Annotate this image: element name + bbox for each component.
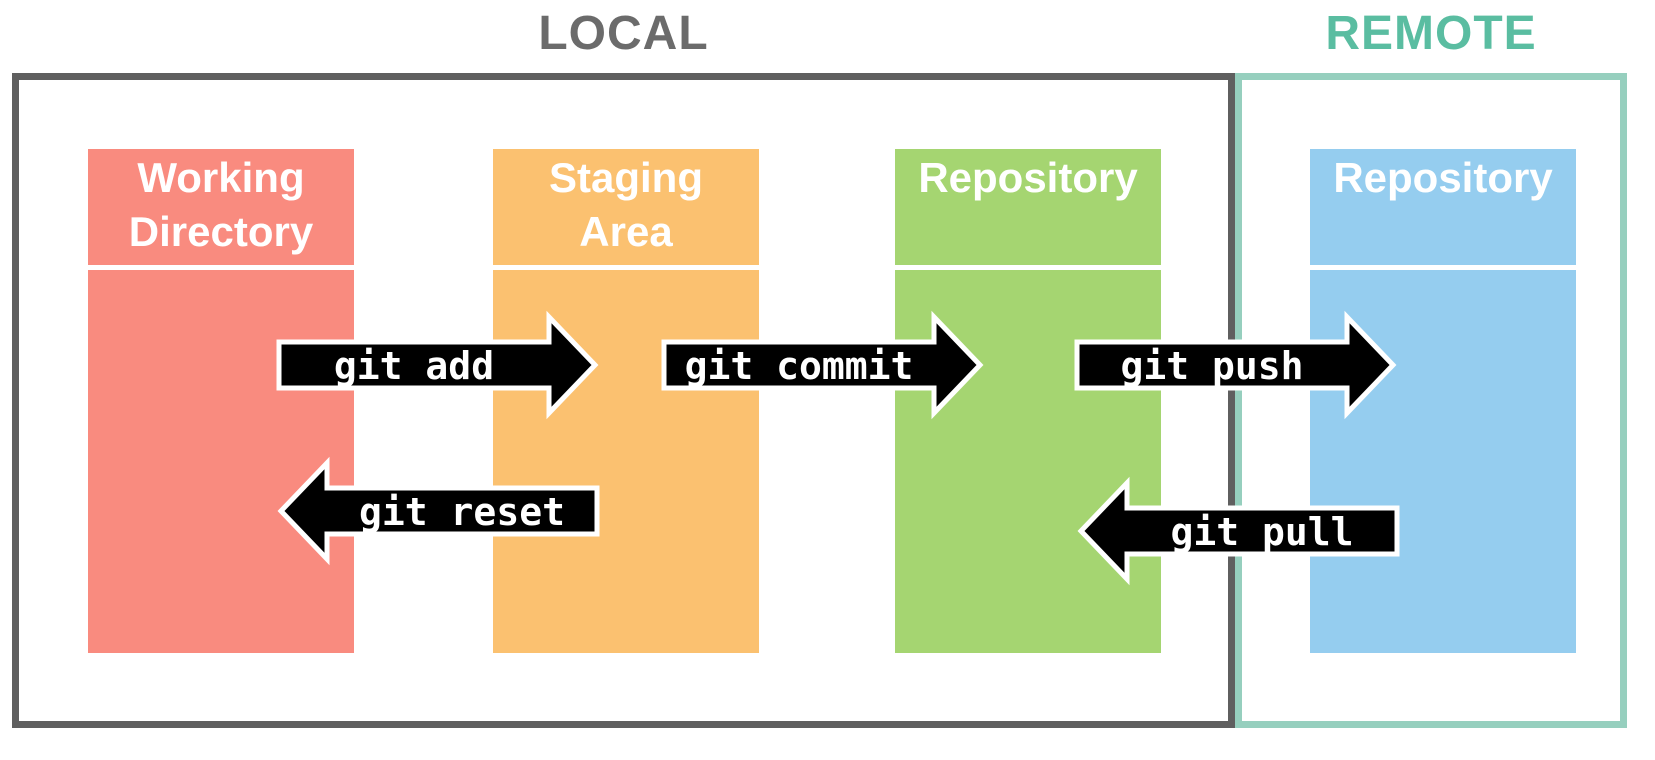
git-commit-arrow-label: git commit xyxy=(685,344,914,388)
git-reset-arrow: git reset xyxy=(277,456,600,566)
staging-area-separator xyxy=(493,265,759,270)
git-push-arrow-shape xyxy=(1074,310,1397,420)
git-push-arrow-label: git push xyxy=(1120,344,1303,388)
git-pull-arrow: git pull xyxy=(1077,476,1400,586)
git-reset-arrow-shape xyxy=(277,456,600,566)
git-reset-arrow-label: git reset xyxy=(359,490,565,534)
staging-area-label-line1: Staging xyxy=(549,154,703,201)
git-commit-arrow-shape xyxy=(661,310,984,420)
local-region-box xyxy=(12,73,1235,728)
working-directory-column: Working Directory xyxy=(88,149,354,653)
working-directory-label-line2: Directory xyxy=(128,208,314,255)
git-push-arrow: git push xyxy=(1074,310,1397,420)
remote-region-title: REMOTE xyxy=(1325,7,1537,60)
remote-repository-label: Repository xyxy=(1310,151,1576,205)
git-add-arrow-shape xyxy=(276,310,599,420)
local-repository-separator xyxy=(895,265,1161,270)
working-directory-label: Working Directory xyxy=(88,151,354,259)
git-commit-arrow: git commit xyxy=(661,310,984,420)
git-add-arrow: git add xyxy=(276,310,599,420)
local-repository-label: Repository xyxy=(895,151,1161,205)
local-repository-label-line1: Repository xyxy=(918,154,1138,201)
local-region-title: LOCAL xyxy=(538,7,709,60)
staging-area-column: Staging Area xyxy=(493,149,759,653)
git-pull-arrow-label: git pull xyxy=(1170,510,1353,554)
git-add-arrow-label: git add xyxy=(334,344,494,388)
working-directory-separator xyxy=(88,265,354,270)
remote-region-box xyxy=(1235,73,1627,728)
remote-repository-separator xyxy=(1310,265,1576,270)
remote-repository-label-line1: Repository xyxy=(1333,154,1553,201)
working-directory-label-line1: Working xyxy=(137,154,305,201)
staging-area-label-line2: Area xyxy=(579,208,673,255)
staging-area-label: Staging Area xyxy=(493,151,759,259)
git-pull-arrow-shape xyxy=(1077,476,1400,586)
